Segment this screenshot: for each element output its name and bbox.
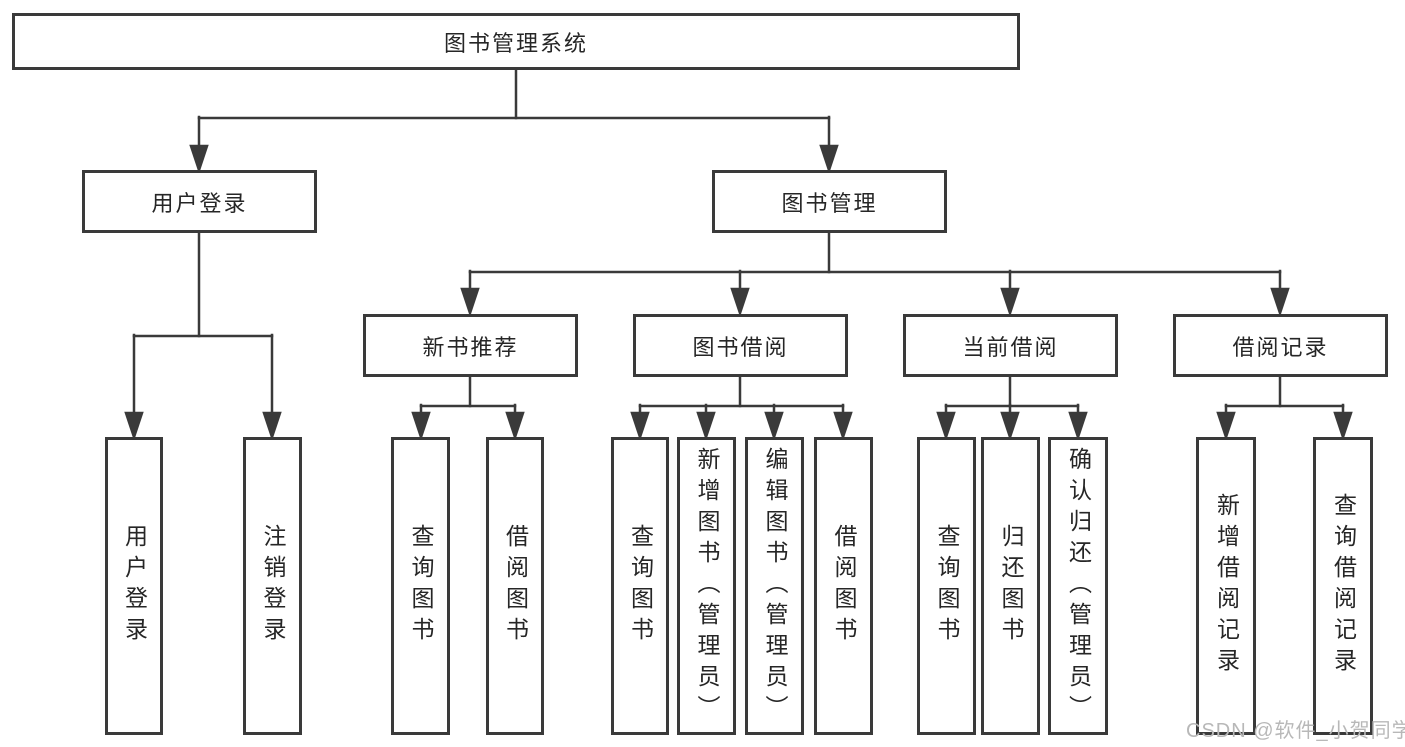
arrowhead-icon — [1216, 411, 1236, 441]
arrowhead-icon — [1270, 287, 1290, 317]
leaf-bookborrow-add-label: 新增图书（管理员） — [694, 446, 720, 726]
connector-user-login-to-leaves — [124, 231, 282, 441]
leaf-current-return: 归还图书 — [981, 437, 1040, 735]
node-current-borrow-label: 当前借阅 — [962, 334, 1059, 360]
leaf-current-confirm-return-label: 确认归还（管理员） — [1065, 446, 1092, 726]
arrowhead-icon — [1000, 411, 1020, 441]
node-new-books-label: 新书推荐 — [422, 334, 519, 360]
leaf-bookborrow-query-label: 查询图书 — [627, 524, 654, 648]
leaf-records-add-label: 新增借阅记录 — [1213, 493, 1240, 679]
leaf-bookborrow-add: 新增图书（管理员） — [677, 437, 736, 735]
connector-borrow-records-to-leaves — [1216, 375, 1353, 441]
arrowhead-icon — [819, 144, 839, 174]
leaf-records-query-label: 查询借阅记录 — [1330, 493, 1357, 679]
watermark: CSDN @软件_小贺同学 — [1186, 720, 1405, 742]
arrowhead-icon — [1068, 411, 1088, 441]
leaf-records-query: 查询借阅记录 — [1313, 437, 1373, 735]
connector-new-books-to-leaves — [411, 375, 525, 441]
node-new-books: 新书推荐 — [363, 314, 578, 377]
arrowhead-icon — [936, 411, 956, 441]
connector-book-mgmt-to-level3 — [460, 231, 1290, 317]
leaf-bookborrow-borrow: 借阅图书 — [814, 437, 873, 735]
leaf-current-query-label: 查询图书 — [934, 524, 960, 648]
leaf-bookborrow-query: 查询图书 — [611, 437, 669, 735]
arrowhead-icon — [124, 411, 144, 441]
node-user-login-label: 用户登录 — [151, 190, 248, 216]
leaf-user-login: 用户登录 — [105, 437, 163, 735]
node-borrow-records-label: 借阅记录 — [1232, 334, 1329, 360]
arrowhead-icon — [833, 411, 853, 441]
arrowhead-icon — [1000, 287, 1020, 317]
leaf-newbooks-query-label: 查询图书 — [408, 524, 434, 648]
leaf-current-confirm-return: 确认归还（管理员） — [1048, 437, 1108, 735]
arrowhead-icon — [730, 287, 750, 317]
leaf-bookborrow-edit: 编辑图书（管理员） — [745, 437, 804, 735]
node-book-borrow: 图书借阅 — [633, 314, 848, 377]
leaf-bookborrow-edit-label: 编辑图书（管理员） — [762, 446, 788, 726]
leaf-current-query: 查询图书 — [917, 437, 976, 735]
leaf-records-add: 新增借阅记录 — [1196, 437, 1256, 735]
leaf-logout-label: 注销登录 — [260, 524, 286, 648]
connector-current-borrow-to-leaves — [936, 375, 1088, 441]
connector-book-borrow-to-leaves — [630, 375, 853, 441]
arrowhead-icon — [262, 411, 282, 441]
leaf-user-login-label: 用户登录 — [121, 524, 148, 648]
arrowhead-icon — [696, 411, 716, 441]
node-borrow-records: 借阅记录 — [1173, 314, 1388, 377]
node-root: 图书管理系统 — [12, 13, 1020, 70]
leaf-logout: 注销登录 — [243, 437, 302, 735]
node-book-mgmt: 图书管理 — [712, 170, 947, 233]
arrowhead-icon — [505, 411, 525, 441]
arrowhead-icon — [1333, 411, 1353, 441]
arrowhead-icon — [189, 144, 209, 174]
arrowhead-icon — [630, 411, 650, 441]
arrowhead-icon — [764, 411, 784, 441]
leaf-current-return-label: 归还图书 — [998, 524, 1024, 648]
node-user-login: 用户登录 — [82, 170, 317, 233]
connector-root-to-level2 — [189, 68, 839, 174]
node-current-borrow: 当前借阅 — [903, 314, 1118, 377]
arrowhead-icon — [411, 411, 431, 441]
leaf-newbooks-borrow-label: 借阅图书 — [502, 524, 529, 648]
node-book-borrow-label: 图书借阅 — [692, 334, 789, 360]
leaf-newbooks-query: 查询图书 — [391, 437, 450, 735]
node-root-label: 图书管理系统 — [443, 30, 588, 56]
arrowhead-icon — [460, 287, 480, 317]
node-book-mgmt-label: 图书管理 — [781, 190, 878, 216]
leaf-newbooks-borrow: 借阅图书 — [486, 437, 544, 735]
leaf-bookborrow-borrow-label: 借阅图书 — [831, 524, 857, 648]
